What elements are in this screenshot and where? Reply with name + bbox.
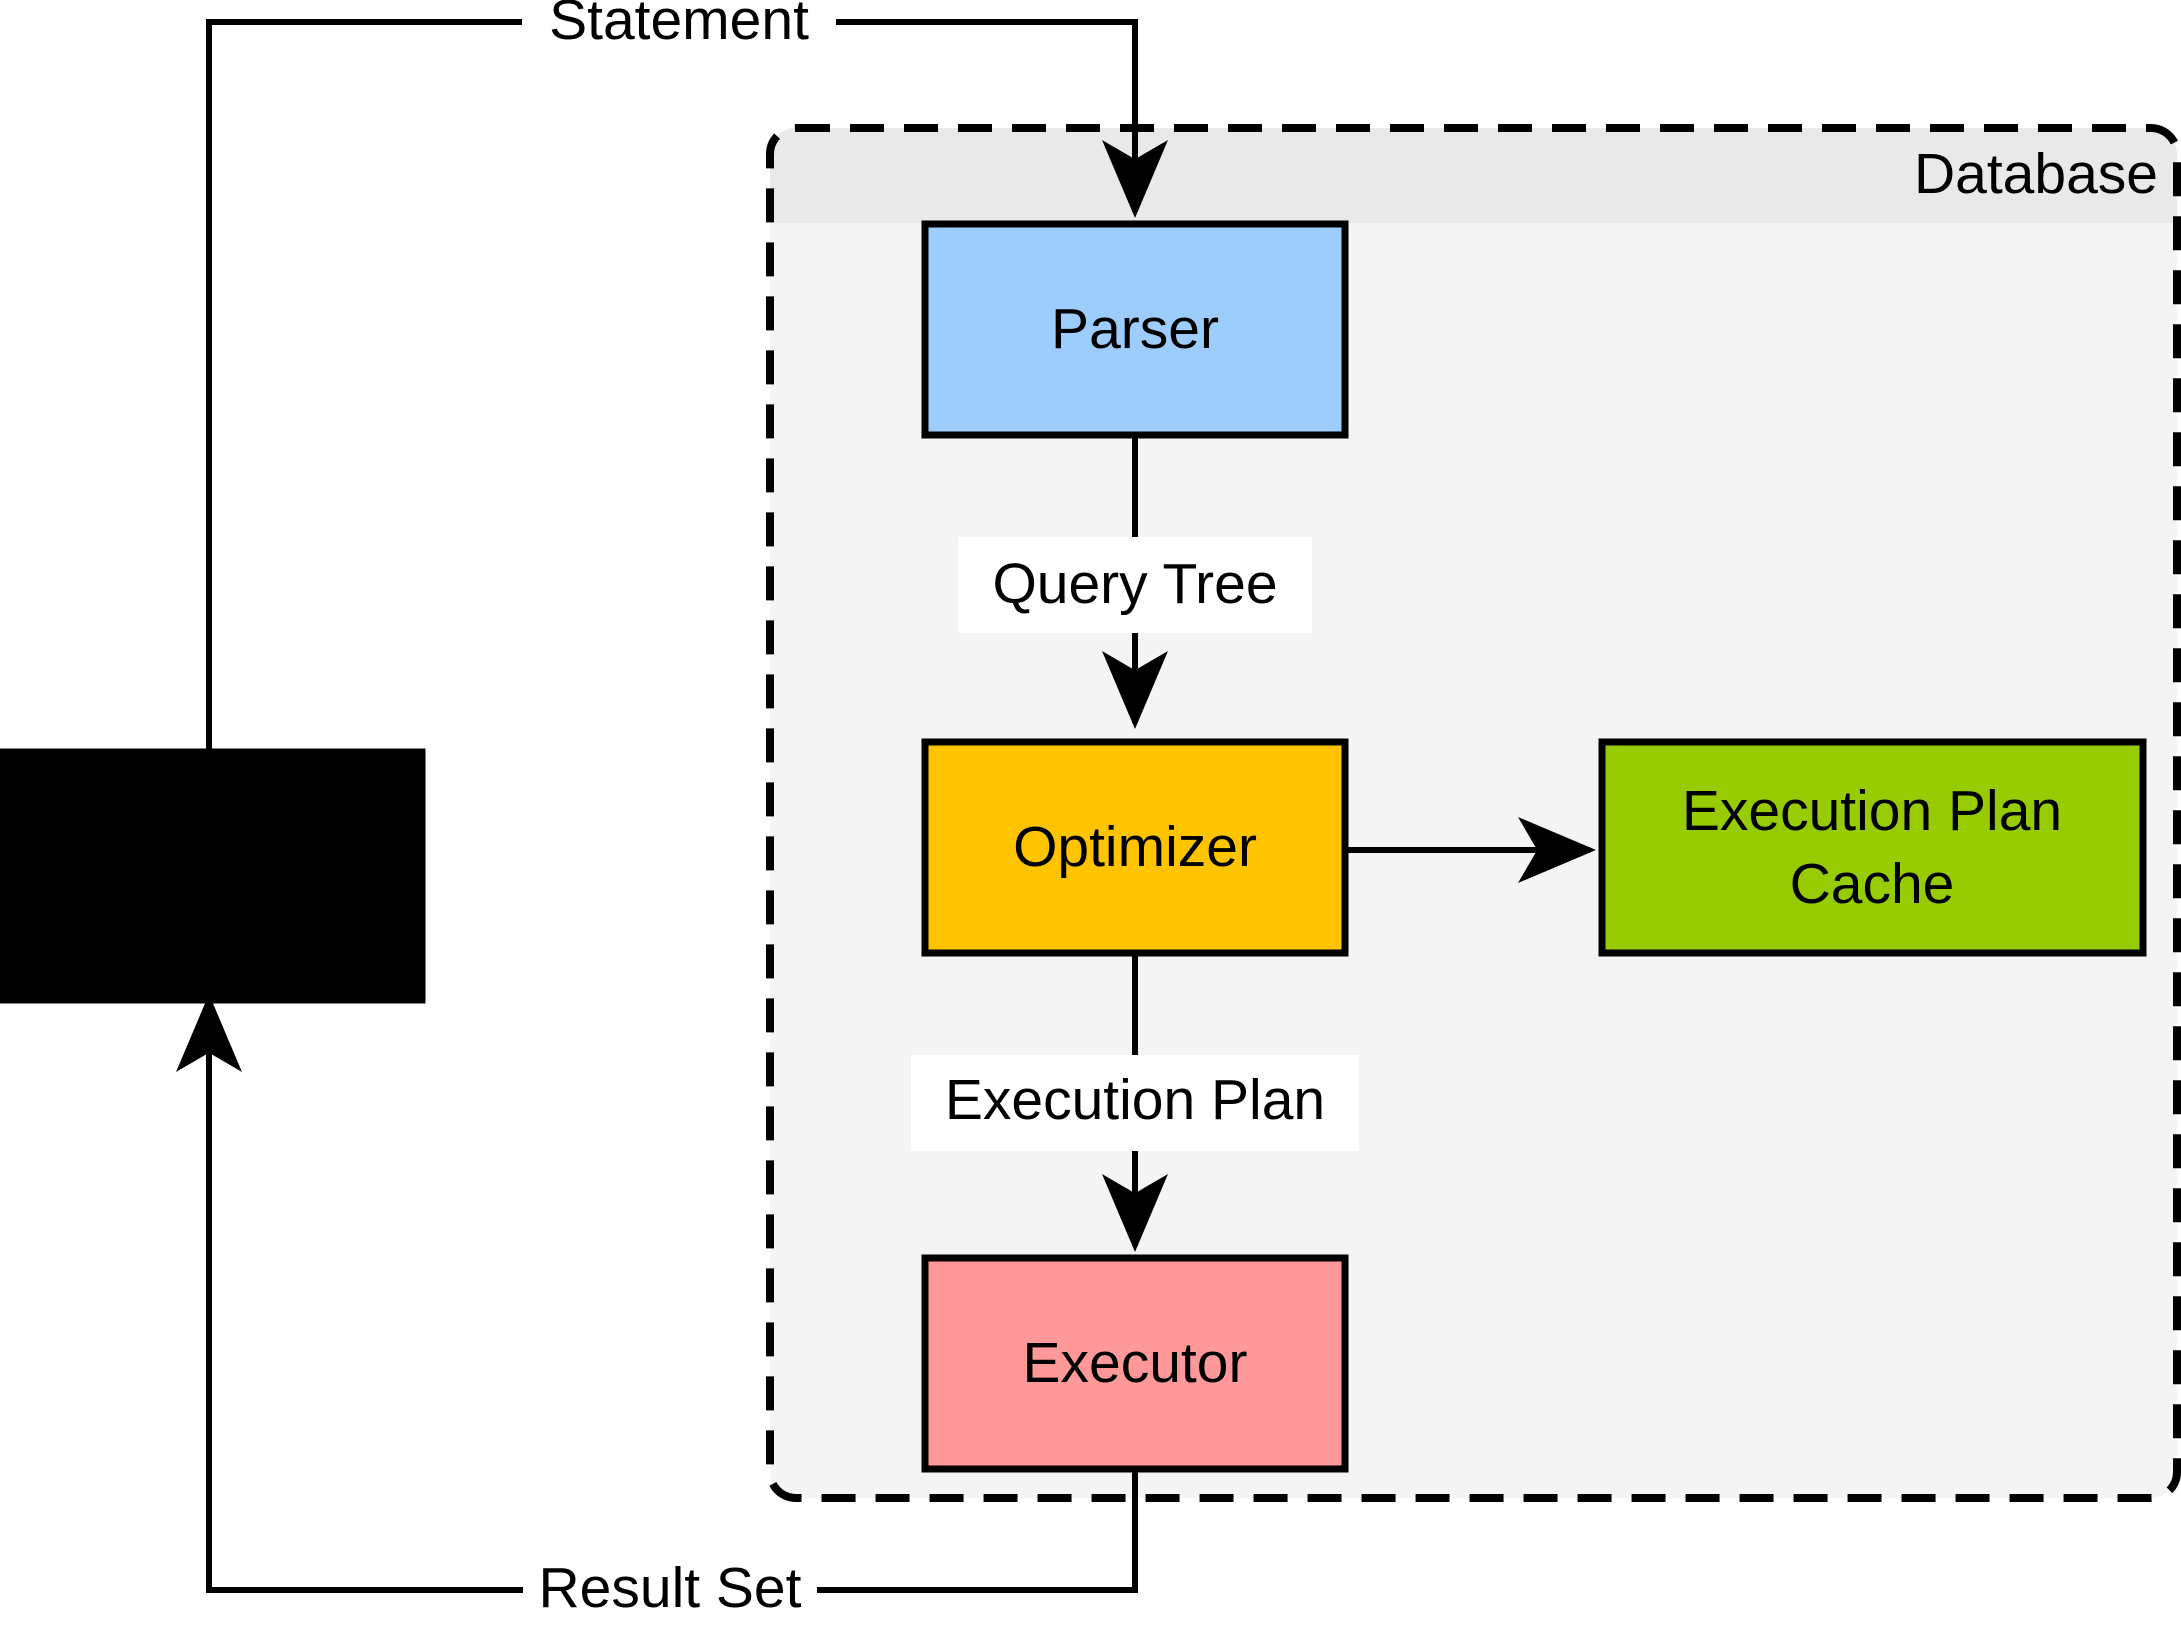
node-executor[interactable] <box>921 1254 1349 1473</box>
database-container-body <box>770 128 2177 1498</box>
edge-statement-label: Statement <box>549 0 809 52</box>
node-optimizer[interactable] <box>921 738 1349 957</box>
edge-execution-plan-label-bg <box>911 1055 1359 1151</box>
node-optimizer-label: Optimizer <box>1013 815 1257 879</box>
edge-execution-plan-label: Execution Plan <box>945 1068 1325 1132</box>
node-data-access-logic-label-line2: Logic <box>138 877 274 941</box>
node-parser-label: Parser <box>1051 297 1219 361</box>
edge-statement-label-bg <box>522 0 836 54</box>
edge-result-set-label-bg <box>523 1560 817 1622</box>
database-container-label: Database <box>1914 142 2158 206</box>
node-execution-plan-cache[interactable] <box>1598 738 2147 957</box>
edge-query-tree-label: Query Tree <box>992 552 1277 616</box>
database-container-border <box>766 124 2181 1502</box>
node-execution-plan-cache-label-line2: Cache <box>1790 852 1955 916</box>
node-data-access-logic-label-line1: Data Access <box>48 802 365 866</box>
edge-result-set-label: Result Set <box>539 1556 802 1620</box>
node-parser[interactable] <box>921 220 1349 439</box>
node-execution-plan-cache-label-line1: Execution Plan <box>1682 779 2062 843</box>
node-executor-label: Executor <box>1023 1331 1248 1395</box>
node-data-access-logic[interactable] <box>0 748 426 1004</box>
edge-query-tree-label-bg <box>958 537 1312 633</box>
